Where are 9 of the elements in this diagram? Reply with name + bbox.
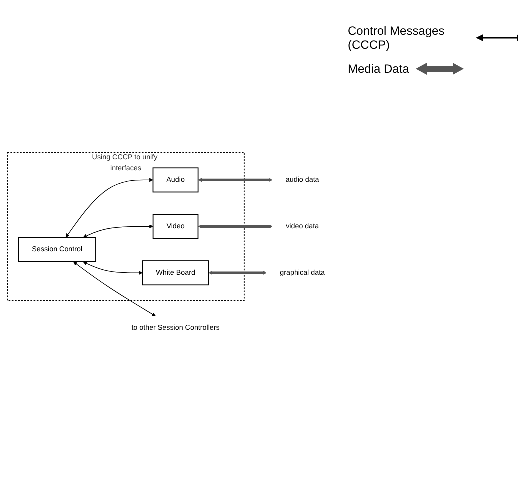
legend-label: Control Messages (CCCP) xyxy=(348,24,446,52)
arrow xyxy=(74,262,156,317)
arrow xyxy=(83,262,143,276)
arrow xyxy=(83,224,154,238)
arrow xyxy=(198,224,273,229)
legend-label: Media Data xyxy=(348,62,410,76)
arrow xyxy=(198,178,273,182)
arrow xyxy=(66,178,154,238)
arrow xyxy=(208,271,267,276)
